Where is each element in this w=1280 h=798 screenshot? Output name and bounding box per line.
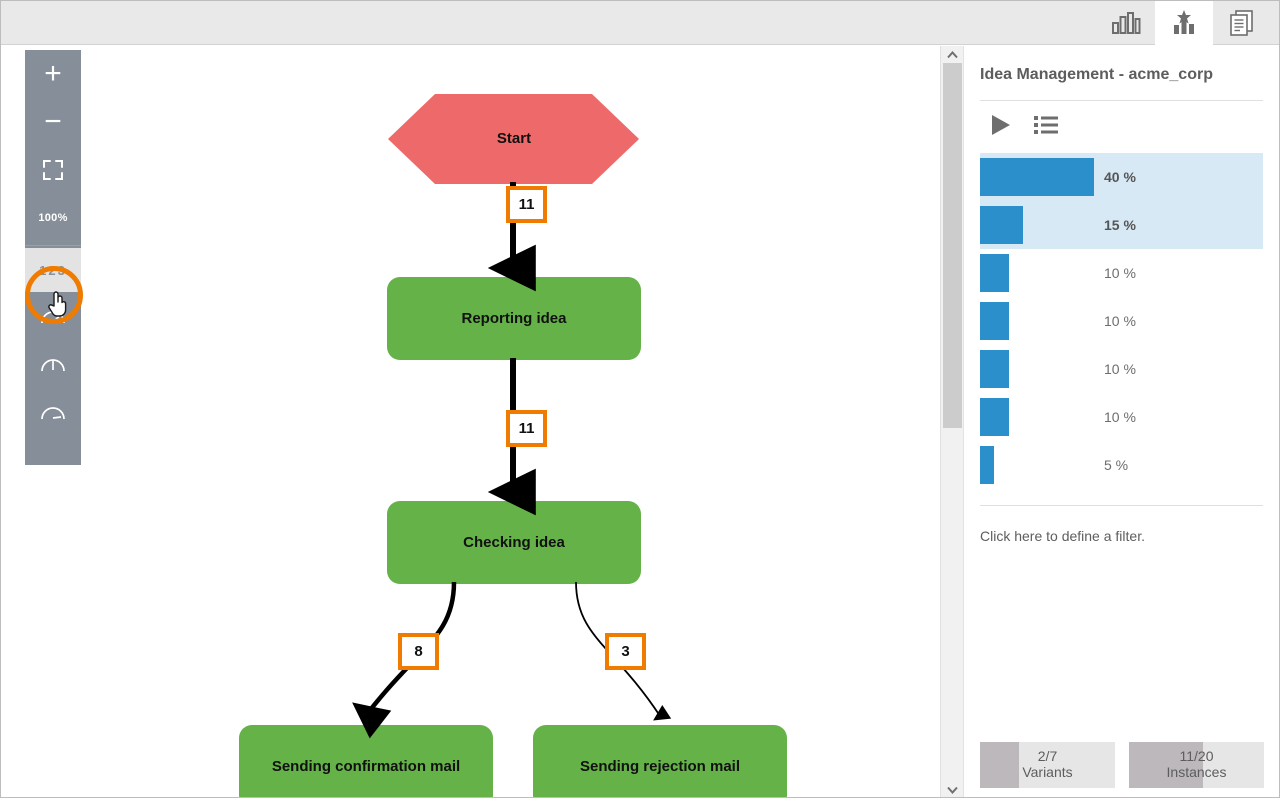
- variant-row[interactable]: 15 %: [980, 201, 1263, 249]
- zoom-level-label: 100%: [38, 212, 68, 224]
- variant-bar: [980, 446, 994, 484]
- variant-bar: [980, 350, 1009, 388]
- node-shape-start: [388, 94, 639, 184]
- variant-percent: 10 %: [1104, 361, 1136, 377]
- scrollbar-thumb[interactable]: [943, 63, 962, 428]
- variant-row[interactable]: 10 %: [980, 393, 1263, 441]
- node-shape-confirmation: [239, 725, 493, 797]
- top-header-bar: [1, 1, 1279, 45]
- fit-screen-icon[interactable]: [25, 146, 81, 194]
- variant-bar: [980, 158, 1094, 196]
- variant-percent: 15 %: [1104, 217, 1136, 233]
- instances-stat-value: 11/20: [1179, 748, 1214, 765]
- title-divider: [980, 100, 1263, 101]
- node-shape-reporting: [387, 277, 641, 360]
- variant-bar: [980, 398, 1009, 436]
- variants-stat-value: 2/7: [1037, 748, 1058, 765]
- show-numbers-button[interactable]: 123: [25, 248, 81, 292]
- canvas-vertical-scrollbar[interactable]: [940, 46, 964, 797]
- variant-bar-list: 40 % 15 % 10 % 10 % 10 % 10 %: [980, 153, 1263, 489]
- variants-stat-fill: [980, 742, 1020, 788]
- variant-percent: 10 %: [1104, 265, 1136, 281]
- variant-bar: [980, 302, 1009, 340]
- edge-badge-start-reporting[interactable]: 11: [506, 186, 547, 223]
- variant-bar: [980, 206, 1023, 244]
- zoom-in-button[interactable]: +: [44, 57, 62, 90]
- edge-checking-rejection: [575, 581, 672, 721]
- variant-row[interactable]: 10 %: [980, 249, 1263, 297]
- edge-badge-checking-confirmation[interactable]: 8: [398, 633, 439, 670]
- bar-chart-star-icon[interactable]: [1155, 1, 1213, 45]
- variant-row[interactable]: 10 %: [980, 345, 1263, 393]
- instances-stat-box[interactable]: 11/20 Instances: [1129, 742, 1264, 788]
- variant-row[interactable]: 5 %: [980, 441, 1263, 489]
- diagram-toolbar: + − 100% 123: [25, 50, 81, 465]
- gauge-high-icon[interactable]: [25, 388, 81, 436]
- instances-stat-fill: [1129, 742, 1204, 788]
- toolbar-divider: [25, 245, 81, 246]
- gauge-mid-icon[interactable]: [25, 340, 81, 388]
- right-side-panel: Idea Management - acme_corp 40 %: [963, 46, 1279, 797]
- node-shape-rejection: [533, 725, 787, 797]
- scrollbar-down-arrow-icon[interactable]: [941, 781, 964, 797]
- variant-percent: 10 %: [1104, 313, 1136, 329]
- variant-percent: 5 %: [1104, 457, 1129, 473]
- list-icon[interactable]: [1034, 115, 1058, 135]
- variants-stat-label: Variants: [1022, 764, 1073, 780]
- instances-stat-label: Instances: [1166, 764, 1227, 780]
- documents-icon[interactable]: [1213, 1, 1271, 45]
- filter-divider: [980, 505, 1263, 506]
- variant-bar: [980, 254, 1009, 292]
- instances-stat-text: 11/20 Instances: [1129, 742, 1264, 788]
- variant-row[interactable]: 40 %: [980, 153, 1263, 201]
- variant-row[interactable]: 10 %: [980, 297, 1263, 345]
- gauge-low-icon[interactable]: [25, 292, 81, 340]
- stats-row: 2/7 Variants 11/20 Instances: [980, 742, 1264, 788]
- edge-badge-reporting-checking[interactable]: 11: [506, 410, 547, 447]
- panel-title: Idea Management - acme_corp: [980, 66, 1213, 83]
- edge-badge-checking-rejection[interactable]: 3: [605, 633, 646, 670]
- variant-percent: 40 %: [1104, 169, 1136, 185]
- filter-hint[interactable]: Click here to define a filter.: [980, 528, 1145, 544]
- zoom-out-button[interactable]: −: [44, 105, 62, 138]
- bar-chart-icon[interactable]: [1097, 1, 1155, 45]
- variants-stat-box[interactable]: 2/7 Variants: [980, 742, 1115, 788]
- diagram-graphics: [239, 94, 787, 797]
- variants-stat-text: 2/7 Variants: [980, 742, 1115, 788]
- node-shape-checking: [387, 501, 641, 584]
- play-icon[interactable]: [990, 113, 1012, 137]
- process-diagram-canvas[interactable]: Start Reporting idea Checking idea Sendi…: [2, 46, 938, 797]
- header-icon-group: [1097, 1, 1271, 45]
- variant-percent: 10 %: [1104, 409, 1136, 425]
- panel-tool-row: [980, 101, 1263, 149]
- scrollbar-up-arrow-icon[interactable]: [941, 46, 964, 63]
